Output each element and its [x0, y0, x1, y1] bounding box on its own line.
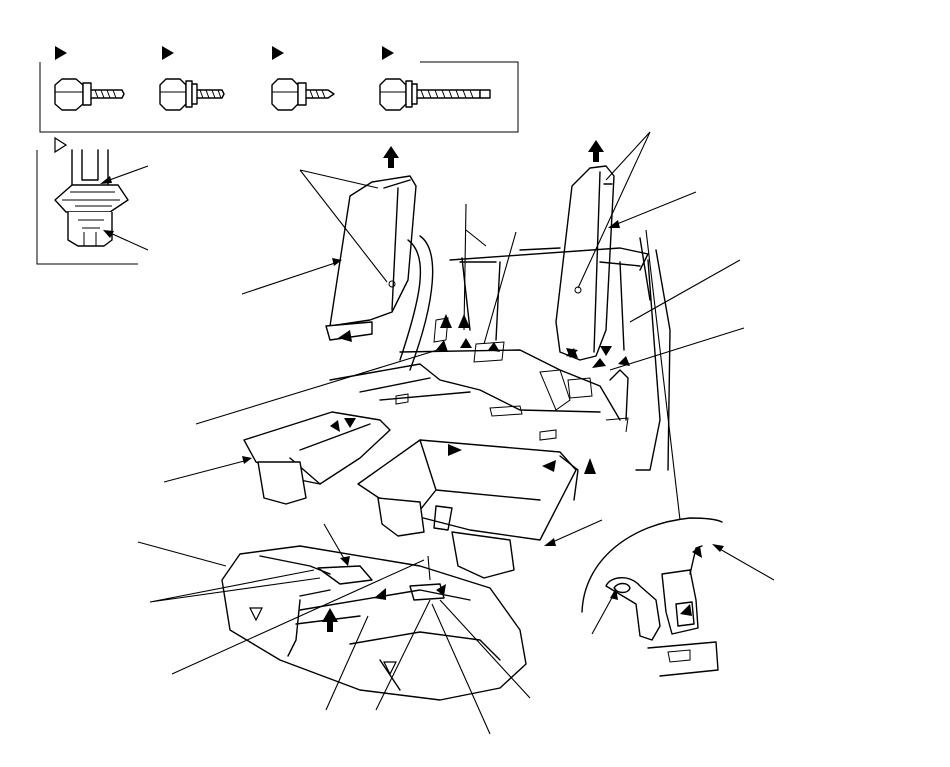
leader-line [609, 327, 745, 371]
washer-bolt-icon [159, 78, 225, 111]
panel-clip-mark [388, 280, 396, 288]
release-arrow-icon [330, 420, 340, 432]
right-seatback-panel [555, 131, 697, 368]
leader-line [427, 555, 431, 581]
leader-line [645, 229, 681, 521]
leader-line [241, 261, 339, 295]
leader-line [611, 191, 697, 227]
lift-up-arrow-icon [322, 608, 338, 632]
leader-line [195, 347, 445, 425]
solid-triangle-icon [272, 46, 284, 60]
leader-line [591, 593, 615, 635]
hollow-triangle-icon [54, 136, 68, 154]
leader-line [629, 259, 741, 323]
leader-line [149, 569, 321, 603]
hook-arrow-icon [436, 584, 446, 596]
leader-line [163, 459, 249, 483]
leader-line [325, 615, 369, 711]
hook-arrow-icon [618, 356, 630, 366]
hook-arrow-icon [600, 346, 612, 356]
clip-detail-inset [36, 136, 149, 265]
center-seat-cushion [357, 439, 603, 579]
hollow-triangle-icon [383, 661, 397, 676]
leader-line [577, 131, 651, 289]
leader-line [547, 519, 603, 545]
hook-arrow-icon [566, 348, 578, 358]
solid-triangle-icon [55, 46, 67, 60]
hook-arrow-icon [680, 604, 692, 616]
solid-triangle-icon [382, 46, 394, 60]
flange-screw-icon [271, 78, 335, 111]
flange-bolt-short-icon [54, 78, 125, 111]
long-washer-bolt-icon [379, 78, 491, 111]
leader-line [717, 547, 775, 581]
lift-up-arrow-icon [588, 140, 604, 162]
leader-line [465, 229, 487, 247]
leader-line [483, 231, 517, 345]
hook-arrow-icon [488, 342, 500, 352]
lift-up-arrow-icon [584, 458, 596, 474]
left-seat-cushion [163, 411, 391, 505]
inset-frame [36, 150, 138, 265]
leader-line [137, 541, 227, 567]
leader-line [431, 603, 491, 735]
slide-arrow-icon [542, 460, 556, 472]
hook-arrow-icon [460, 338, 472, 348]
inset-leader-lines [100, 165, 149, 251]
hook-arrow-icon [440, 314, 452, 328]
rear-bench-seat [137, 523, 531, 735]
clip-fastener-drawing [54, 149, 129, 247]
leader-line [375, 599, 431, 711]
fastener-legend [39, 46, 519, 133]
left-seatback-panel [241, 146, 417, 342]
leader-line [323, 523, 347, 563]
leader-line [463, 203, 467, 331]
vehicle-body-outline [195, 203, 745, 521]
leader-line [299, 169, 388, 283]
legend-frame [39, 61, 519, 133]
hollow-triangle-icon [249, 607, 263, 622]
belt-anchor-detail [581, 517, 775, 677]
hook-arrow-icon [692, 546, 702, 558]
release-arrow-icon [592, 358, 606, 368]
solid-triangle-icon [162, 46, 174, 60]
leader-line [439, 599, 531, 699]
lift-up-arrow-icon [383, 146, 399, 168]
release-arrow-icon [344, 418, 356, 428]
release-arrow-icon [338, 330, 352, 342]
leader-line [171, 559, 425, 675]
slide-arrow-icon [448, 444, 462, 456]
release-arrow-icon [374, 588, 386, 600]
